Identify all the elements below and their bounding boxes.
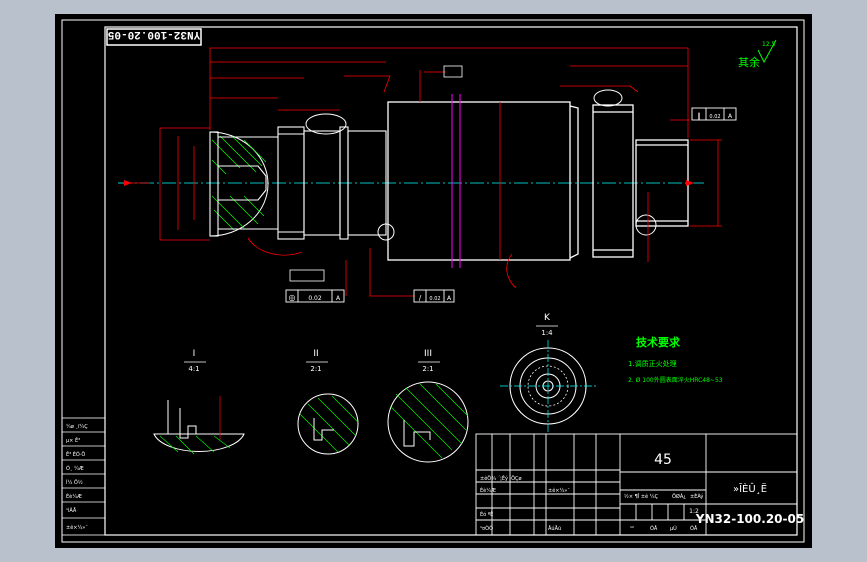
- svg-text:ÖØÁ¿: ÖØÁ¿: [672, 493, 686, 500]
- svg-text:0.02: 0.02: [709, 114, 720, 120]
- tolerance-frame-1: ◎ 0.02 A: [285, 289, 345, 303]
- left-label-5: Éè¼Æ: [66, 492, 82, 500]
- shaft-main-view[interactable]: [118, 89, 705, 268]
- svg-text:0.02: 0.02: [308, 295, 322, 302]
- svg-text:/: /: [419, 294, 422, 302]
- left-label-3: Ó¸ ¼Æ: [66, 465, 84, 472]
- svg-text:±ê×¼»¯: ±ê×¼»¯: [548, 487, 570, 494]
- detail-circles: [305, 89, 657, 241]
- drawing-background: [55, 14, 812, 548]
- svg-text:K: K: [544, 313, 551, 323]
- tolerance-frame-2: / 0.02 A: [413, 289, 455, 303]
- svg-text:¹¤ÒÕ: ¹¤ÒÕ: [480, 525, 493, 532]
- left-revision-strip: [61, 417, 106, 536]
- left-label-4: Í¼ Ö½: [66, 479, 83, 486]
- detail-view-II: II 2:1: [297, 349, 359, 455]
- shaft-body: [387, 101, 689, 261]
- roughness-symbol: 12.5 其余: [738, 39, 777, 69]
- svg-text:2:1: 2:1: [422, 365, 433, 373]
- svg-text:YN32-100.20-05: YN32-100.20-05: [107, 28, 200, 40]
- roughness-note: 其余: [738, 55, 760, 69]
- detail-view-III: III 2:1: [387, 349, 469, 463]
- left-strip-labels: ¼ø ¸ï¼Ç µ× Ê³ Ê³ ÈÕ·Ö Ó¸ ¼Æ Í¼ Ö½ Éè¼Æ ¹…: [66, 424, 88, 531]
- mirror-number-box: [106, 28, 202, 46]
- svg-text:III: III: [424, 349, 432, 359]
- svg-text:±êÖ¾ ´¦Êý ·ÖÇø: ±êÖ¾ ´¦Êý ·ÖÇø: [480, 474, 522, 482]
- svg-text:0.02: 0.02: [429, 296, 440, 302]
- inner-frame: [104, 26, 798, 536]
- svg-text:A: A: [336, 295, 341, 302]
- title-block: [475, 433, 798, 536]
- svg-text:Éó ºË: Éó ºË: [480, 510, 493, 518]
- part-name-text: »ĪÈÛ¸Ë: [733, 482, 767, 495]
- scale-text: 1:2: [689, 508, 699, 515]
- svg-text:A: A: [447, 295, 452, 302]
- svg-text:1:4: 1:4: [541, 329, 553, 337]
- svg-text:ÅúÅú: ÅúÅú: [548, 525, 561, 532]
- left-label-6: ¹ìÃÅ: [66, 507, 77, 514]
- svg-text:ÕÅ: ÕÅ: [650, 525, 658, 532]
- tech-req-item-1: 1.调质正火处理: [628, 359, 677, 368]
- svg-text:A: A: [728, 113, 733, 120]
- svg-text:12.5: 12.5: [762, 41, 776, 48]
- small-frames: [289, 65, 463, 282]
- section-markers: [124, 180, 694, 186]
- title-block-text: 45 »ĪÈÛ¸Ë YN32-100.20-05 1:2 ±êÖ¾ ´¦Êý ·…: [480, 452, 804, 532]
- left-label-2: Ê³ ÈÕ·Ö: [66, 450, 85, 458]
- left-end-hatch: [211, 135, 267, 231]
- tolerance-frame-3: ∥ 0.02 A: [691, 107, 737, 121]
- material-text: 45: [654, 452, 672, 468]
- detail-view-K: K 1:4: [500, 313, 596, 432]
- svg-text:µÚ: µÚ: [670, 525, 677, 532]
- svg-text:4:1: 4:1: [188, 365, 199, 373]
- svg-text:◎: ◎: [289, 293, 296, 302]
- svg-text:ÕÅ: ÕÅ: [690, 525, 698, 532]
- left-label-7: ±ê×¼»¯: [66, 524, 88, 531]
- left-end-section: [209, 131, 269, 237]
- shaft-left-end: [209, 131, 278, 237]
- dimension-lines: [126, 47, 722, 297]
- shaft-collars: [277, 126, 387, 240]
- svg-text:II: II: [313, 349, 318, 359]
- tech-req-item-2: 2. Ø 100外圆表面淬火HRC48~53: [628, 376, 723, 384]
- drawing-number-text: YN32-100.20-05: [695, 512, 804, 526]
- svg-text:½× ¶Î ±ê ¼Ç: ½× ¶Î ±ê ¼Ç: [624, 493, 659, 500]
- keyway-lines: [451, 94, 461, 268]
- mirrored-drawing-number: YN32-100.20-05: [107, 28, 200, 40]
- detail-view-I: I 4:1: [153, 349, 245, 455]
- technical-requirements: 技术要求 1.调质正火处理 2. Ø 100外圆表面淬火HRC48~53: [628, 335, 723, 384]
- left-label-1: µ× Ê³: [66, 436, 80, 444]
- svg-text:±ÈÀý: ±ÈÀý: [690, 492, 703, 500]
- svg-text:¹²: ¹²: [630, 526, 634, 532]
- svg-text:2:1: 2:1: [310, 365, 321, 373]
- svg-text:∥: ∥: [697, 112, 701, 120]
- outer-frame: [61, 19, 805, 543]
- svg-text:I: I: [193, 349, 196, 359]
- left-label-0: ¼ø ¸ï¼Ç: [66, 424, 88, 430]
- tech-req-title: 技术要求: [636, 335, 681, 349]
- svg-text:Éè¼Æ: Éè¼Æ: [480, 486, 496, 494]
